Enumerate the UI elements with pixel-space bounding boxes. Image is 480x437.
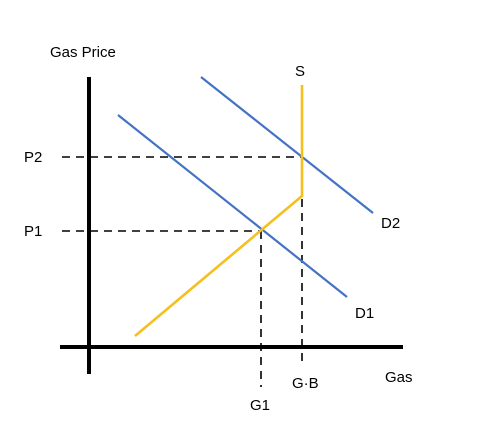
demand-curve-d1: [117, 114, 348, 298]
demand-curve-d2: [200, 76, 374, 214]
quantity-label-g1: G1: [250, 397, 270, 414]
price-label-p2: P2: [24, 149, 42, 166]
price-label-p1: P1: [24, 223, 42, 240]
demand-curve-label-d1: D1: [355, 305, 374, 322]
demand-curve-label-d2: D2: [381, 215, 400, 232]
y-axis-label: Gas Price: [50, 44, 116, 61]
supply-curve-label: S: [295, 63, 305, 80]
x-axis-label: Gas: [385, 369, 413, 386]
quantity-label-gb: G·B: [292, 375, 319, 392]
supply-curve-s: [134, 85, 304, 337]
